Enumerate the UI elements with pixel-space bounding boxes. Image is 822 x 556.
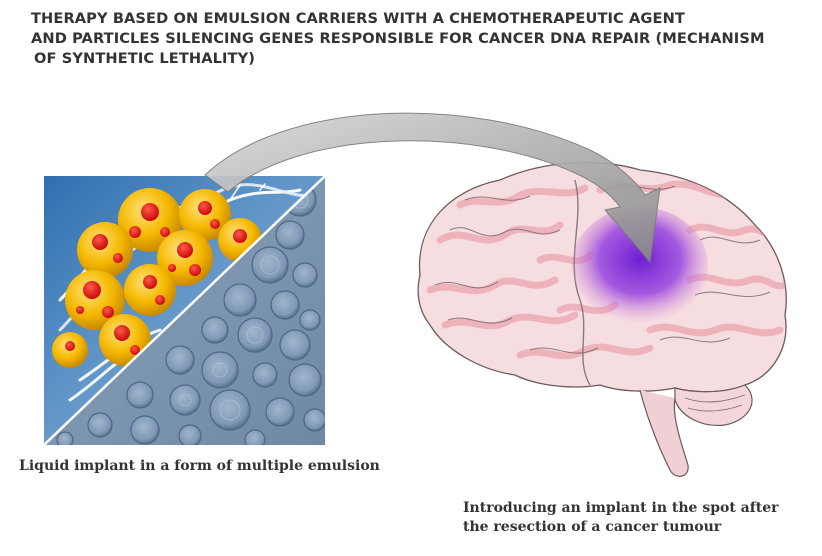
emulsion-particle-icon	[52, 188, 262, 368]
title-line-2: AND PARTICLES SILENCING GENES RESPONSIBL…	[31, 30, 765, 47]
caption-right-line-1: Introducing an implant in the spot after	[463, 500, 779, 516]
caption-liquid-implant: Liquid implant in a form of multiple emu…	[19, 458, 380, 474]
curved-arrow-icon	[204, 112, 661, 264]
implant-region	[572, 207, 708, 323]
diagram-title: THERAPY BASED ON EMULSION CARRIERS WITH …	[31, 9, 821, 69]
brain-icon	[417, 161, 787, 477]
emulsion-image	[44, 176, 325, 445]
title-line-1: THERAPY BASED ON EMULSION CARRIERS WITH …	[31, 10, 685, 27]
caption-right-line-2: the resection of a cancer tumour	[463, 519, 722, 535]
title-line-3: OF SYNTHETIC LETHALITY)	[34, 50, 256, 67]
caption-implant-introduction: Introducing an implant in the spot after…	[463, 499, 779, 537]
